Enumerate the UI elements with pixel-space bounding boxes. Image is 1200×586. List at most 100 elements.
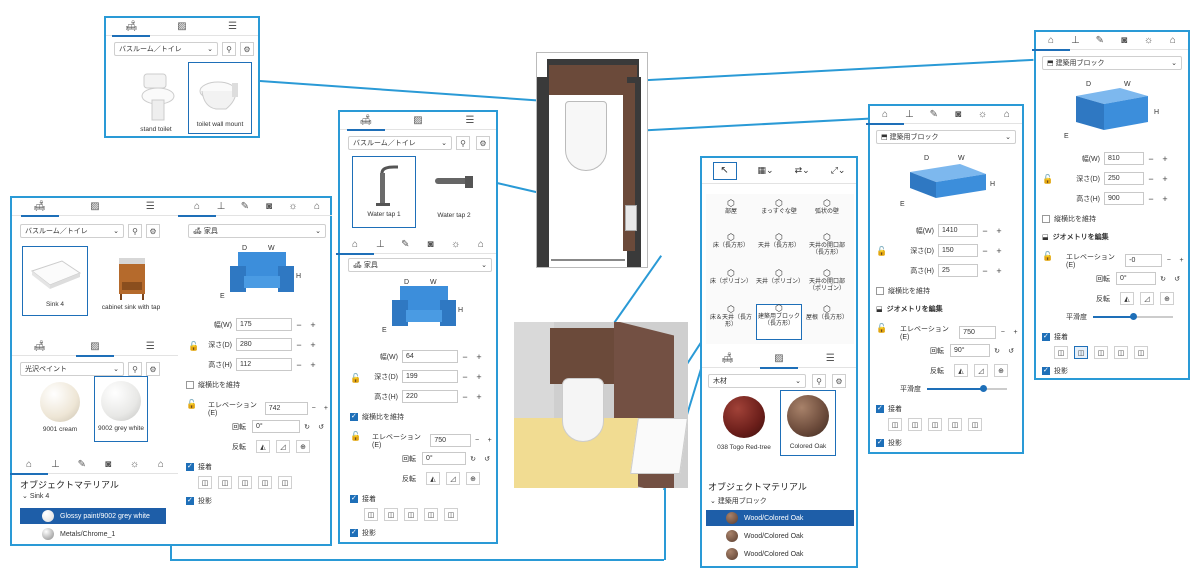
snap-row[interactable]: 接着 (350, 494, 376, 504)
catalog-item[interactable]: cabinet sink with tap (98, 252, 164, 311)
plus-icon[interactable]: + (1162, 173, 1168, 184)
flip-vertical-icon[interactable]: ⊕ (296, 440, 310, 453)
snap-icon[interactable]: ◫ (908, 418, 922, 431)
snap-icon[interactable]: ◫ (968, 418, 982, 431)
filter-icon[interactable]: ⚙ (832, 374, 846, 388)
sun-tab-icon[interactable]: ☼ (129, 459, 140, 470)
minus-icon[interactable]: − (311, 405, 316, 412)
smoothness-slider[interactable] (1093, 313, 1173, 320)
material-category-select[interactable]: 木材⌄ (708, 374, 806, 388)
sun-tab-icon[interactable]: ☼ (977, 109, 988, 120)
elevation-input[interactable]: 750 (959, 326, 997, 339)
plus-icon[interactable]: + (310, 359, 316, 370)
snap-icon[interactable]: ◫ (424, 508, 438, 521)
camera-tab-icon[interactable]: ◙ (955, 109, 962, 120)
lock-icon[interactable]: 🔓 (876, 323, 888, 333)
object-tab-icon[interactable]: ⌂ (178, 199, 216, 217)
rotate-ccw-icon[interactable]: ↺ (1008, 347, 1014, 355)
arc-wall-tool[interactable]: ⬡弧状の壁 (804, 199, 850, 232)
material-tree-item-selected[interactable]: Glossy paint/9002 grey white (20, 508, 166, 524)
shadow-row[interactable]: 投影 (876, 438, 902, 448)
slider-thumb[interactable] (980, 385, 987, 392)
minus-icon[interactable]: − (1166, 257, 1171, 264)
height-input[interactable]: 220 (402, 390, 458, 403)
sun-tab-icon[interactable]: ☼ (1143, 35, 1154, 46)
rotate-cw-icon[interactable]: ↻ (304, 423, 310, 431)
height-input[interactable]: 112 (236, 358, 292, 371)
material-tab-icon[interactable]: ▨ (177, 21, 187, 32)
rotate-ccw-icon[interactable]: ↺ (484, 455, 490, 463)
ceiling-opening-rect-tool[interactable]: ⬡天井の開口部（長方形） (804, 233, 850, 266)
material-item[interactable]: 9001 cream (32, 382, 88, 433)
house-tab-icon[interactable]: ⌂ (477, 239, 484, 250)
keep-ratio-checkbox[interactable] (876, 287, 884, 295)
material-tab-icon[interactable]: ▨ (90, 201, 100, 212)
snap-checkbox[interactable] (186, 462, 194, 471)
list-tab-icon[interactable]: ☰ (145, 341, 155, 352)
flip-horizontal-icon[interactable]: ◭ (256, 440, 270, 453)
pan-tool-icon[interactable]: ⇄⌄ (794, 165, 810, 175)
rotation-input[interactable]: 90° (950, 344, 990, 357)
keep-ratio-row[interactable]: 縦横比を維持 (350, 412, 404, 422)
tree-parent[interactable]: ⌄ 建築用ブロック (710, 496, 767, 506)
material-item-selected[interactable]: 9002 grey white (94, 376, 148, 442)
shadow-checkbox[interactable] (350, 528, 358, 537)
catalog-item[interactable]: Water tap 2 (422, 168, 486, 219)
minus-icon[interactable]: − (475, 437, 480, 444)
sun-tab-icon[interactable]: ☼ (288, 201, 298, 212)
list-tab-icon[interactable]: ☰ (465, 115, 475, 126)
flip-depth-icon[interactable]: ◿ (276, 440, 290, 453)
filter-icon[interactable]: ⚙ (476, 136, 490, 150)
object-type-select[interactable]: 🛋 家具⌄ (188, 224, 326, 238)
snap-checkbox[interactable] (350, 494, 358, 503)
keep-ratio-checkbox[interactable] (1042, 215, 1050, 223)
camera-tab-icon[interactable]: ◙ (1121, 35, 1128, 46)
minus-icon[interactable]: − (1148, 193, 1154, 204)
plus-icon[interactable]: + (996, 265, 1002, 276)
edit-geometry-row[interactable]: ⬓ジオメトリを編集 (1042, 232, 1109, 242)
object-type-select[interactable]: ⬒ 建築用ブロック⌄ (876, 130, 1016, 144)
snap-icon[interactable]: ◫ (444, 508, 458, 521)
flip-horizontal-icon[interactable]: ◭ (954, 364, 968, 377)
snap-icon[interactable]: ◫ (928, 418, 942, 431)
snap-icon[interactable]: ◫ (1054, 346, 1068, 359)
lock-icon[interactable]: 🔓 (350, 373, 362, 383)
floor-poly-tool[interactable]: ⬡床（ポリゴン） (708, 269, 754, 302)
flip-depth-icon[interactable]: ◿ (446, 472, 460, 485)
furniture-tab-icon[interactable]: 🛋 (33, 341, 46, 352)
catalog-item-selected[interactable]: Sink 4 (22, 246, 88, 316)
lock-icon[interactable]: 🔓 (188, 341, 200, 351)
select-tool-icon[interactable]: ↖ (712, 161, 737, 180)
brush-tab-icon[interactable]: ✎ (929, 109, 938, 120)
keep-ratio-row[interactable]: 縦横比を維持 (876, 286, 930, 296)
furniture-tab-icon[interactable]: 🛋 (20, 199, 59, 217)
minus-icon[interactable]: − (1000, 329, 1005, 336)
house-tab-icon[interactable]: ⌂ (157, 459, 164, 470)
snap-row[interactable]: 接着 (186, 462, 212, 472)
brush-tab-icon[interactable]: ✎ (1095, 35, 1104, 46)
ceiling-rect-tool[interactable]: ⬡天井（長方形） (756, 233, 802, 266)
catalog-item-selected[interactable]: Water tap 1 (352, 156, 416, 228)
shadow-checkbox[interactable] (1042, 366, 1050, 375)
house-tab-icon[interactable]: ⌂ (1169, 35, 1176, 46)
minus-icon[interactable]: − (462, 371, 468, 382)
depth-input[interactable]: 150 (938, 244, 978, 257)
toilet-plan[interactable] (565, 101, 607, 171)
width-input[interactable]: 64 (402, 350, 458, 363)
rotate-cw-icon[interactable]: ↻ (470, 455, 476, 463)
object-type-select[interactable]: ⬒ 建築用ブロック⌄ (1042, 56, 1182, 70)
minus-icon[interactable]: − (462, 391, 468, 402)
brush-tab-icon[interactable]: ✎ (240, 201, 250, 212)
search-icon[interactable]: ⚲ (812, 374, 826, 388)
snap-icon[interactable]: ◫ (948, 418, 962, 431)
material-tab-icon[interactable]: ▨ (413, 115, 423, 126)
material-tree-item[interactable]: Metals/Chrome_1 (20, 526, 166, 542)
plus-icon[interactable]: + (996, 225, 1002, 236)
snap-icon[interactable]: ◫ (258, 476, 272, 489)
smoothness-slider[interactable] (927, 385, 1007, 392)
snap-icon[interactable]: ◫ (364, 508, 378, 521)
material-item[interactable]: 038 Togo Red-tree (712, 396, 776, 451)
house-tab-icon[interactable]: ⌂ (313, 201, 321, 212)
snap-icon[interactable]: ◫ (278, 476, 292, 489)
lock-icon[interactable]: 🔓 (1042, 174, 1054, 184)
